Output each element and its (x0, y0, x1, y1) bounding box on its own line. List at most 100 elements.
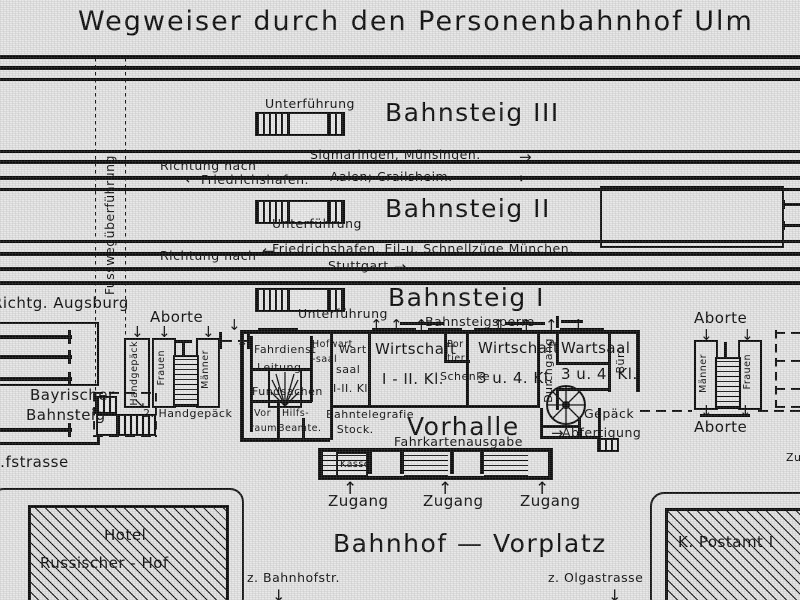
underpass-label-1: Unterführung (298, 306, 388, 321)
interior-wall (598, 408, 601, 440)
wall-segment (258, 328, 298, 334)
side-platform-shelter (0, 322, 99, 386)
toilet-women-label-left: Frauen (156, 350, 167, 386)
luggage-pointer-arrow: ↘ (133, 394, 146, 412)
room-label-wirtschaft12-2: I ‐ II. Kl. (382, 370, 445, 388)
underpass-label-2: Unterführung (272, 216, 362, 231)
interior-wall (330, 334, 333, 440)
room-label-bahntelegrafie-1: Bahntelegrafie (326, 408, 415, 421)
track-line (0, 66, 800, 70)
track-line (0, 160, 800, 164)
toilet-men-label-right: Männer (698, 354, 709, 393)
toilet-stairs-right (715, 357, 741, 409)
wall-segment (372, 328, 416, 334)
room-label-hilfsbeamte-2: Beamte. (278, 423, 322, 434)
toilet-entry-arrow: ↓ (202, 323, 215, 341)
barrier-label: Bahnsteigsperre (425, 314, 535, 329)
baggage-steps (597, 438, 619, 452)
barrier-arrow: ↑ (390, 316, 403, 334)
room-label-wartsaal12-2: saal (336, 363, 361, 376)
room-label-hilfsbeamte-1: Hilfs‐ (282, 408, 310, 419)
baggage-label-2: Abfertigung (562, 425, 642, 440)
toilet-divider (176, 340, 192, 343)
facade-base (318, 476, 553, 480)
entrance-steps-right (484, 452, 528, 476)
page-title: Wegweiser durch den Personenbahnhof Ulm (78, 6, 754, 37)
building-wall-bottom (240, 438, 330, 442)
baggage-label-1: Gepäck (584, 406, 635, 421)
hand-luggage-room (124, 338, 150, 408)
side-stair-small (95, 396, 117, 414)
ticket-counter-kasse (336, 452, 368, 478)
room-label-fahrdienstleitung-1: Fahrdienst (254, 343, 317, 356)
interior-wall (466, 334, 469, 408)
street-arrow-olgastrasse: ↓ (608, 586, 622, 600)
toilet-stairs-left (173, 355, 199, 407)
interior-wall (540, 408, 543, 438)
barrier-post (556, 316, 559, 328)
entrance-label-1: Zugang (328, 492, 389, 510)
interior-wall (556, 362, 610, 365)
barrier-arrow: ↑ (572, 316, 585, 334)
side-track-cap (68, 423, 71, 437)
wall-segment (560, 328, 604, 334)
side-track (0, 355, 72, 359)
platform-edge (0, 150, 800, 153)
platform-label-3: Bahnsteig III (385, 98, 560, 127)
dashed-boundary (775, 388, 800, 390)
entrance-steps-left (323, 452, 367, 476)
room-label-wartsaal34-1: Wartsaal (561, 339, 631, 357)
toilets-left-title: Aborte (150, 308, 204, 326)
toilet-entry-arrow-right: ↓ (741, 326, 754, 344)
track-line (0, 240, 800, 243)
underpass-passage-3 (288, 112, 329, 136)
property-boundary (640, 410, 692, 412)
interior-wall (371, 405, 469, 408)
room-label-schenke: Schenke (440, 370, 490, 383)
arrow-right-3b: → (519, 148, 532, 166)
dashed-boundary (775, 406, 800, 408)
dashed-boundary (155, 393, 157, 437)
arrow-left-2: ← (262, 242, 275, 260)
toilet-exit-arrow-right: ↓ (739, 402, 752, 420)
facade-wall-right (548, 448, 553, 480)
interior-wall (556, 334, 559, 364)
barrier-bar (400, 322, 444, 325)
room-label-wartsaal12-1: Wart (339, 343, 367, 356)
room-label-buero: Büro (614, 346, 627, 374)
room-label-portier-2: tier (447, 353, 466, 364)
post-office-building (665, 508, 800, 600)
facade-wall-left (318, 448, 323, 480)
entrance-arrow-3: ↑ (535, 479, 550, 499)
arrow-left-3: ← (185, 170, 198, 188)
destination-2-right: Stuttgart (328, 258, 389, 273)
room-label-wartsaal12-3: I‐II. Kl. (333, 382, 372, 395)
room-label-vorhalle: Vorhalle (407, 412, 520, 441)
interior-wall (302, 418, 305, 440)
shelter-tick (782, 203, 800, 206)
interior-wall (537, 334, 540, 408)
gate-post (219, 332, 222, 349)
room-label-hofwartsaal-1: Hofwart (312, 339, 353, 350)
room-label-vorraum-1: Vor (254, 408, 271, 419)
platform-access-arrow: ↑ (236, 338, 249, 356)
post-office-label: K. Postamt I (678, 533, 774, 551)
interior-wall (578, 418, 581, 436)
side-track-cap (68, 350, 71, 364)
facade-pillar (480, 448, 484, 474)
toilet-divider (182, 340, 185, 356)
facade-pillar (368, 448, 372, 474)
toilet-exit-arrow-right: ↓ (700, 402, 713, 420)
entrance-arrow-1: ↑ (343, 479, 358, 499)
barrier-arrow: ↑ (370, 316, 383, 334)
room-label-fahrkartenausgabe: Fahrkartenausgabe (394, 434, 523, 449)
side-underpass-passage (96, 414, 118, 436)
room-label-wartsaal34-2: 3 u. 4. Kl. (561, 365, 638, 383)
street-to-olgastrasse: z. Olgastrasse (548, 570, 644, 585)
hotel-label-1: Hotel (104, 526, 147, 544)
side-track (0, 377, 72, 381)
dashed-boundary (775, 360, 800, 362)
interior-wall (556, 388, 559, 410)
entrance-label-4: Zu (786, 451, 800, 464)
facade-pillar (450, 448, 454, 474)
